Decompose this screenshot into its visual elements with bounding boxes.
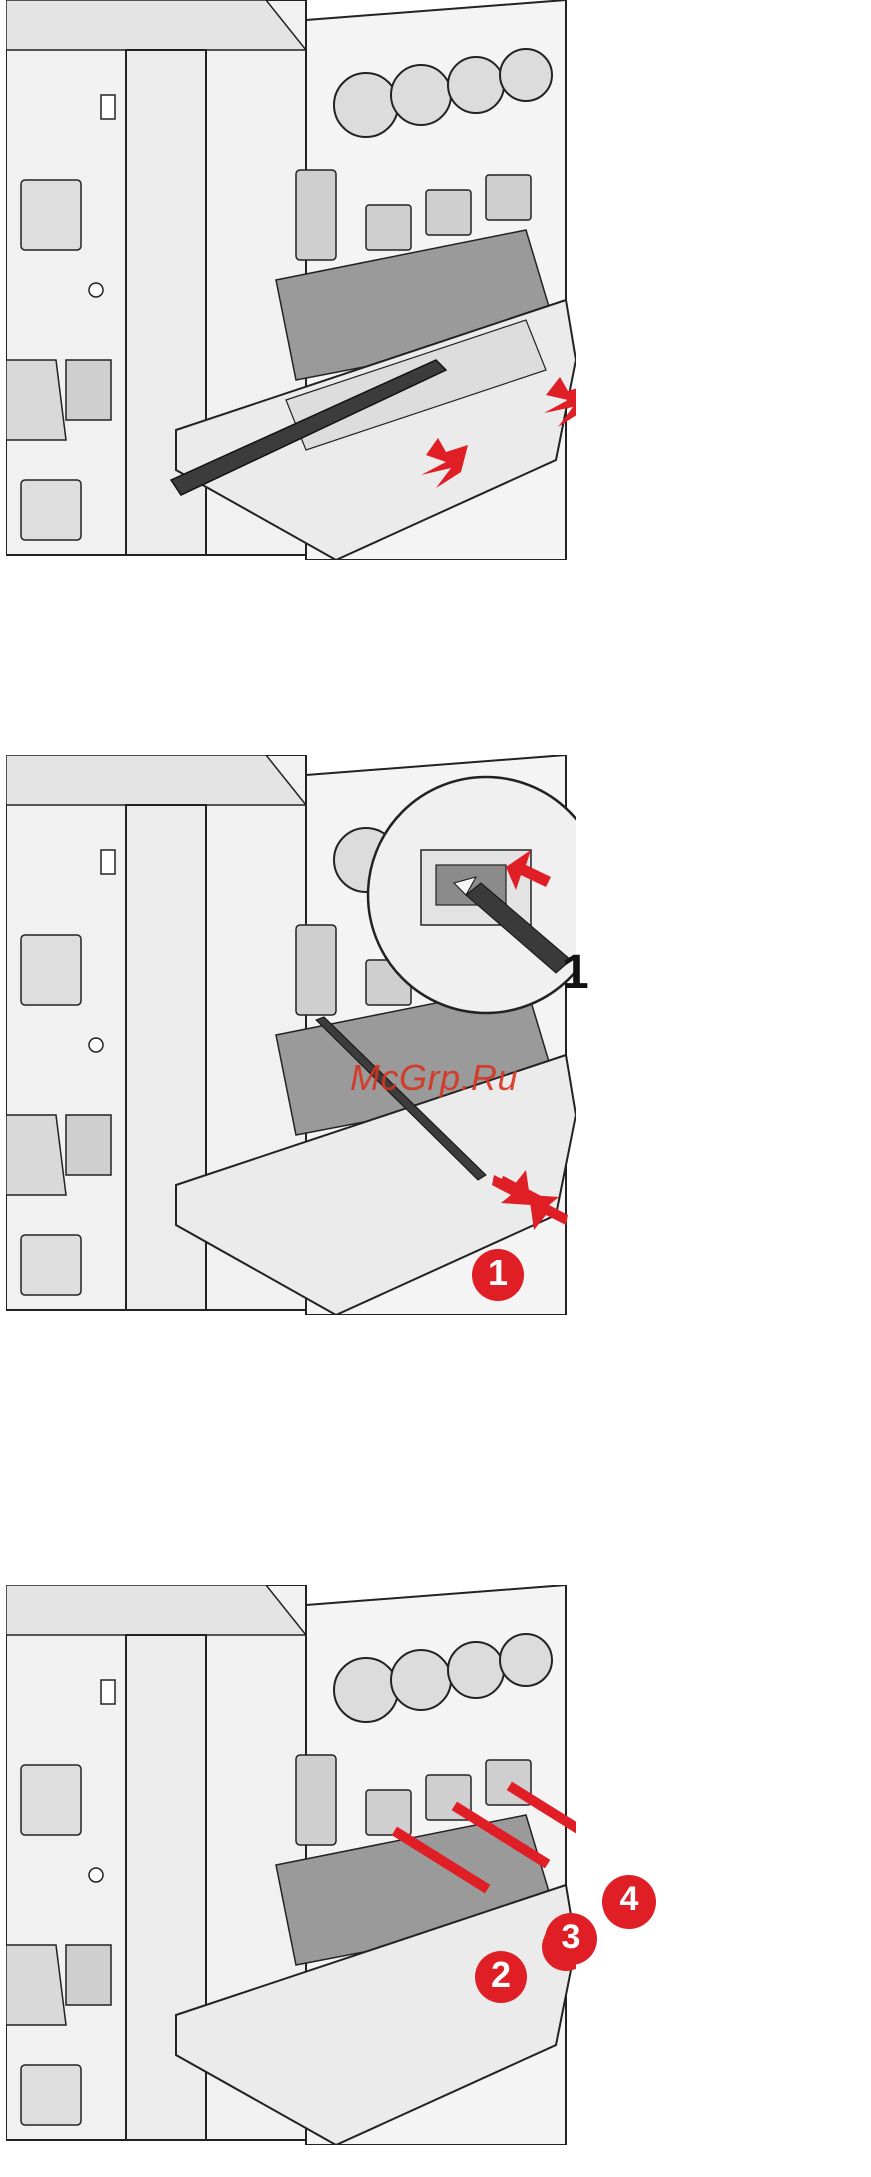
watermark-text: McGrp.Ru — [350, 1057, 518, 1099]
illustration-panel-remove-cleaning-wand — [6, 0, 576, 560]
printer-illustration-1 — [6, 0, 576, 560]
printer-illustration-2 — [6, 755, 576, 1315]
step-1-label: 1 — [484, 1252, 512, 1294]
printer-illustration-3 — [6, 1585, 576, 2145]
step-2-label: 2 — [487, 1954, 515, 1996]
zoom-callout-number: 1 — [562, 945, 589, 1000]
illustration-panel-insert-wand: 1 1 — [6, 755, 576, 1315]
step-4-label: 4 — [602, 1880, 656, 1919]
illustration-panel-clean-printheads: 2 3 — [6, 1585, 576, 2145]
step-3-badge-label: 3 — [545, 1918, 597, 1957]
